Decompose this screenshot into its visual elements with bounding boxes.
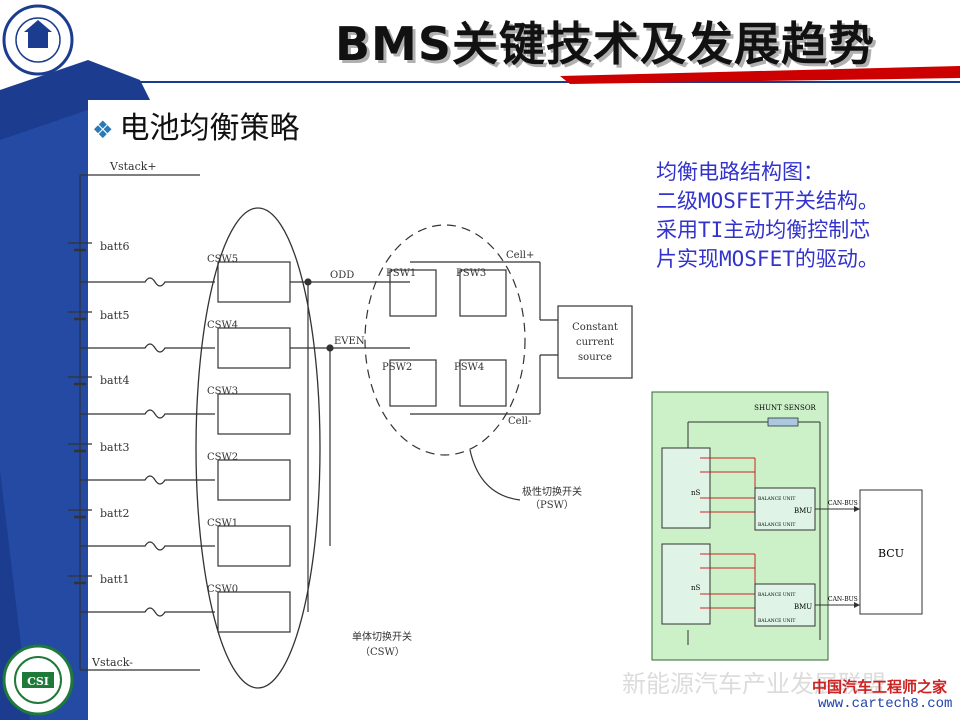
description-text: 均衡电路结构图： 二级MOSFET开关结构。 采用TI主动均衡控制芯 片实现MO… [656, 160, 879, 271]
psw-callout-line [469, 449, 521, 501]
cell-minus-label: Cell- [508, 416, 531, 427]
vstack-plus-label: Vstack+ [109, 160, 157, 173]
batt-label-5: batt5 [100, 309, 129, 322]
source-label-2: current [576, 337, 614, 348]
battery-cells [68, 242, 92, 585]
can-bus-label-2: CAN-BUS [828, 596, 858, 603]
junction-dot [326, 344, 334, 352]
csw-group-ellipse [195, 207, 321, 689]
header-corner [88, 60, 150, 100]
can-bus-lines [815, 508, 860, 606]
psw-caption-2: （PSW） [530, 499, 574, 511]
csw-label-5: CSW5 [207, 254, 238, 265]
balance-unit-label: BALANCE UNIT [758, 496, 795, 502]
batt-label-1: batt1 [100, 573, 129, 586]
watermark-url: www.cartech8.com [818, 696, 953, 712]
csw-label-4: CSW4 [207, 320, 238, 331]
psw2-label: PSW2 [382, 362, 412, 373]
battery-module-2 [661, 543, 711, 625]
constant-current-source-box [557, 305, 633, 379]
battery-module-1 [661, 447, 711, 529]
csw-label-1: CSW1 [207, 518, 238, 529]
diamond-bullet-icon: ❖ [92, 116, 114, 144]
psw-caption-1: 极性切换开关 [522, 485, 582, 498]
shunt-sensor-label: SHUNT SENSOR [754, 404, 816, 412]
can-bus-label-1: CAN-BUS [828, 500, 858, 507]
sidebar-stripe [0, 110, 88, 720]
csw-label-3: CSW3 [207, 386, 238, 397]
bcu-label: BCU [878, 547, 904, 560]
vstack-minus-label: Vstack- [91, 656, 133, 669]
cell-tap-lines [80, 277, 215, 617]
bullet-heading: ❖电池均衡策略 [92, 103, 300, 147]
watermark-text: 新能源汽车产业发展联盟 [622, 670, 886, 698]
balance-unit-label: BALANCE UNIT [758, 522, 795, 528]
balance-sense-wires [700, 457, 756, 609]
batt-label-4: batt4 [100, 374, 129, 387]
psw-h-bridge [389, 261, 558, 415]
university-seal-icon [2, 4, 74, 76]
odd-label: ODD [330, 270, 354, 281]
ns-label-2: nS [691, 584, 701, 592]
batt-label-3: batt3 [100, 441, 129, 454]
bmu-block-1 [754, 487, 816, 531]
watermark-logo: 中国汽车工程师之家 [812, 678, 948, 696]
psw1-label: PSW1 [386, 268, 416, 279]
csw-caption-2: （CSW） [360, 646, 405, 658]
bmu-block-2 [754, 583, 816, 627]
system-wiring [687, 421, 821, 645]
psw-group-ellipse [364, 224, 526, 456]
cell-plus-label: Cell+ [506, 250, 534, 261]
bullet-text: 电池均衡策略 [119, 111, 300, 146]
balance-unit-label: BALANCE UNIT [758, 618, 795, 624]
arrow-icon [854, 506, 860, 512]
bcu-block [859, 489, 923, 615]
batt-label-6: batt6 [100, 240, 129, 253]
csw-caption-1: 单体切换开关 [352, 630, 412, 643]
balance-unit-label: BALANCE UNIT [758, 592, 795, 598]
bmu-label-2: BMU [794, 603, 812, 611]
batt-label-2: batt2 [100, 507, 129, 520]
ns-label-1: nS [691, 489, 701, 497]
bmu-label-1: BMU [794, 507, 812, 515]
source-label-3: source [578, 352, 612, 363]
csi-seal-icon: CSI [2, 644, 74, 716]
header-red-accent [560, 66, 960, 84]
shunt-sensor [767, 417, 799, 427]
even-label: EVEN [334, 336, 365, 347]
source-label-1: Constant [572, 322, 618, 333]
csw-label-2: CSW2 [207, 452, 238, 463]
junction-dot [304, 278, 312, 286]
arrow-icon [854, 602, 860, 608]
csw-label-0: CSW0 [207, 584, 238, 595]
psw3-label: PSW3 [456, 268, 486, 279]
page-title: BMS关键技术及发展趋势 [335, 17, 875, 71]
page-title-shadow: BMS关键技术及发展趋势 [338, 20, 878, 74]
svg-text:CSI: CSI [27, 675, 49, 688]
psw4-label: PSW4 [454, 362, 484, 373]
